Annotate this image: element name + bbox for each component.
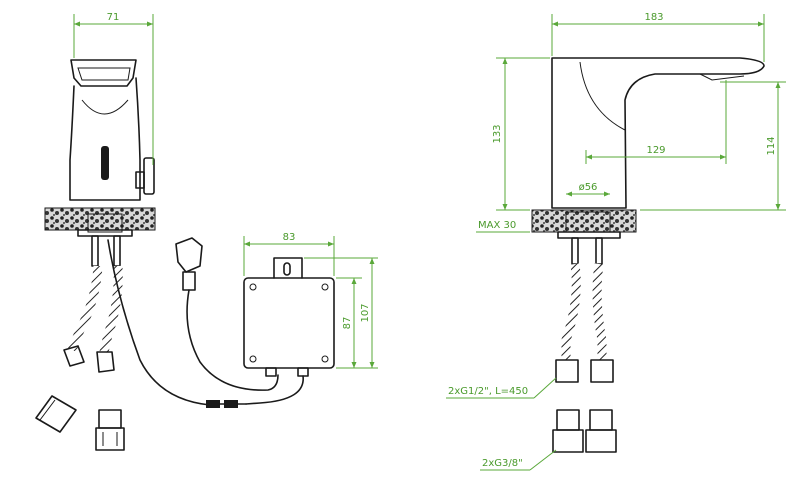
- box-cable-gland-right: [297, 367, 309, 377]
- side-view: [531, 57, 765, 453]
- dim-max-thickness: MAX 30: [476, 220, 530, 233]
- hanger-slot: [283, 262, 291, 276]
- dim-outlet-reach: 129: [585, 80, 727, 164]
- dim-side-height: 133: [492, 57, 550, 211]
- hose-nut-right: [96, 351, 115, 373]
- dim-box-width-label: 83: [283, 232, 296, 243]
- hoses-label: 2xG1/2", L=450: [448, 386, 528, 397]
- box-hanger-tab: [273, 257, 303, 279]
- faucet-body-side: [551, 57, 765, 209]
- dim-box-body-height: 87: [336, 277, 362, 369]
- hose-side-right: [592, 263, 607, 360]
- control-box: [175, 237, 335, 408]
- control-box-body: [243, 277, 335, 369]
- sensor-window: [101, 146, 109, 180]
- callout-hoses: 2xG1/2", L=450: [446, 377, 557, 399]
- dim-box-total-height: 107: [304, 257, 378, 369]
- dim-front-width: 71: [73, 12, 154, 165]
- mount-sleeve: [87, 213, 123, 233]
- fixing-plate: [77, 229, 133, 237]
- dim-box-total-height-label: 107: [360, 303, 371, 322]
- dim-box-width: 83: [243, 232, 335, 276]
- box-screw-tl: [249, 283, 257, 291]
- faucet-body-front: [69, 77, 141, 201]
- adapter-left-line: [39, 399, 56, 421]
- dim-side-length: 183: [551, 12, 765, 62]
- dim-base-diameter-label: ø56: [579, 182, 598, 193]
- sensor-cable: [107, 239, 211, 406]
- counter-slab-side: [531, 209, 637, 233]
- hose-side-left: [561, 263, 581, 360]
- adapter-right-top: [98, 409, 122, 429]
- spout-outlet-face: [77, 67, 131, 81]
- dim-box-body-height-label: 87: [342, 317, 353, 330]
- fixing-plate-side: [557, 231, 621, 239]
- hose-left: [67, 265, 103, 352]
- dim-front-width-label: 71: [107, 12, 120, 23]
- dim-outlet-height: 114: [640, 81, 786, 211]
- max-thickness-label: MAX 30: [478, 220, 516, 231]
- front-view: [35, 59, 211, 451]
- adapters-label: 2xG3/8": [482, 458, 523, 469]
- spout-head-outline: [70, 59, 137, 87]
- mount-rod-side-right: [595, 237, 603, 265]
- mount-rod-right: [113, 235, 121, 267]
- adapter-side-right-nut: [585, 429, 617, 453]
- side-contour-line: [579, 61, 626, 131]
- dim-outlet-height-label: 114: [766, 136, 777, 155]
- box-sensor-cable: [245, 375, 304, 405]
- temperature-knob: [143, 157, 155, 195]
- adapter-side-left-top: [556, 409, 580, 431]
- counter-slab-front: [44, 207, 156, 231]
- plug-neck: [182, 271, 196, 291]
- body-contour-line: [81, 99, 129, 115]
- box-cable-gland-left: [265, 367, 277, 377]
- dim-outlet-reach-label: 129: [646, 145, 665, 156]
- callout-adapters: 2xG3/8": [480, 449, 557, 471]
- box-screw-tr: [321, 283, 329, 291]
- box-screw-br: [321, 355, 329, 363]
- mount-rod-side-left: [571, 237, 579, 265]
- box-screw-bl: [249, 355, 257, 363]
- dim-side-height-label: 133: [492, 124, 503, 143]
- hose-nut-side-right: [590, 359, 614, 383]
- adapter-side-right-top: [589, 409, 613, 431]
- cable-connector-a: [206, 400, 220, 408]
- mains-cable: [186, 289, 279, 391]
- mount-rod-left: [91, 235, 99, 267]
- dim-side-length-label: 183: [644, 12, 663, 23]
- hose-nut-left: [63, 345, 85, 367]
- cable-connector-b: [224, 400, 238, 408]
- mains-plug: [175, 237, 203, 273]
- adapter-left: [35, 395, 77, 433]
- hose-right: [99, 265, 123, 354]
- dim-base-diameter: ø56: [566, 182, 610, 197]
- spout-outlet-side: [699, 73, 745, 81]
- hose-nut-side-left: [555, 359, 579, 383]
- adapter-right-nut: [95, 427, 125, 451]
- adapter-side-left-nut: [552, 429, 584, 453]
